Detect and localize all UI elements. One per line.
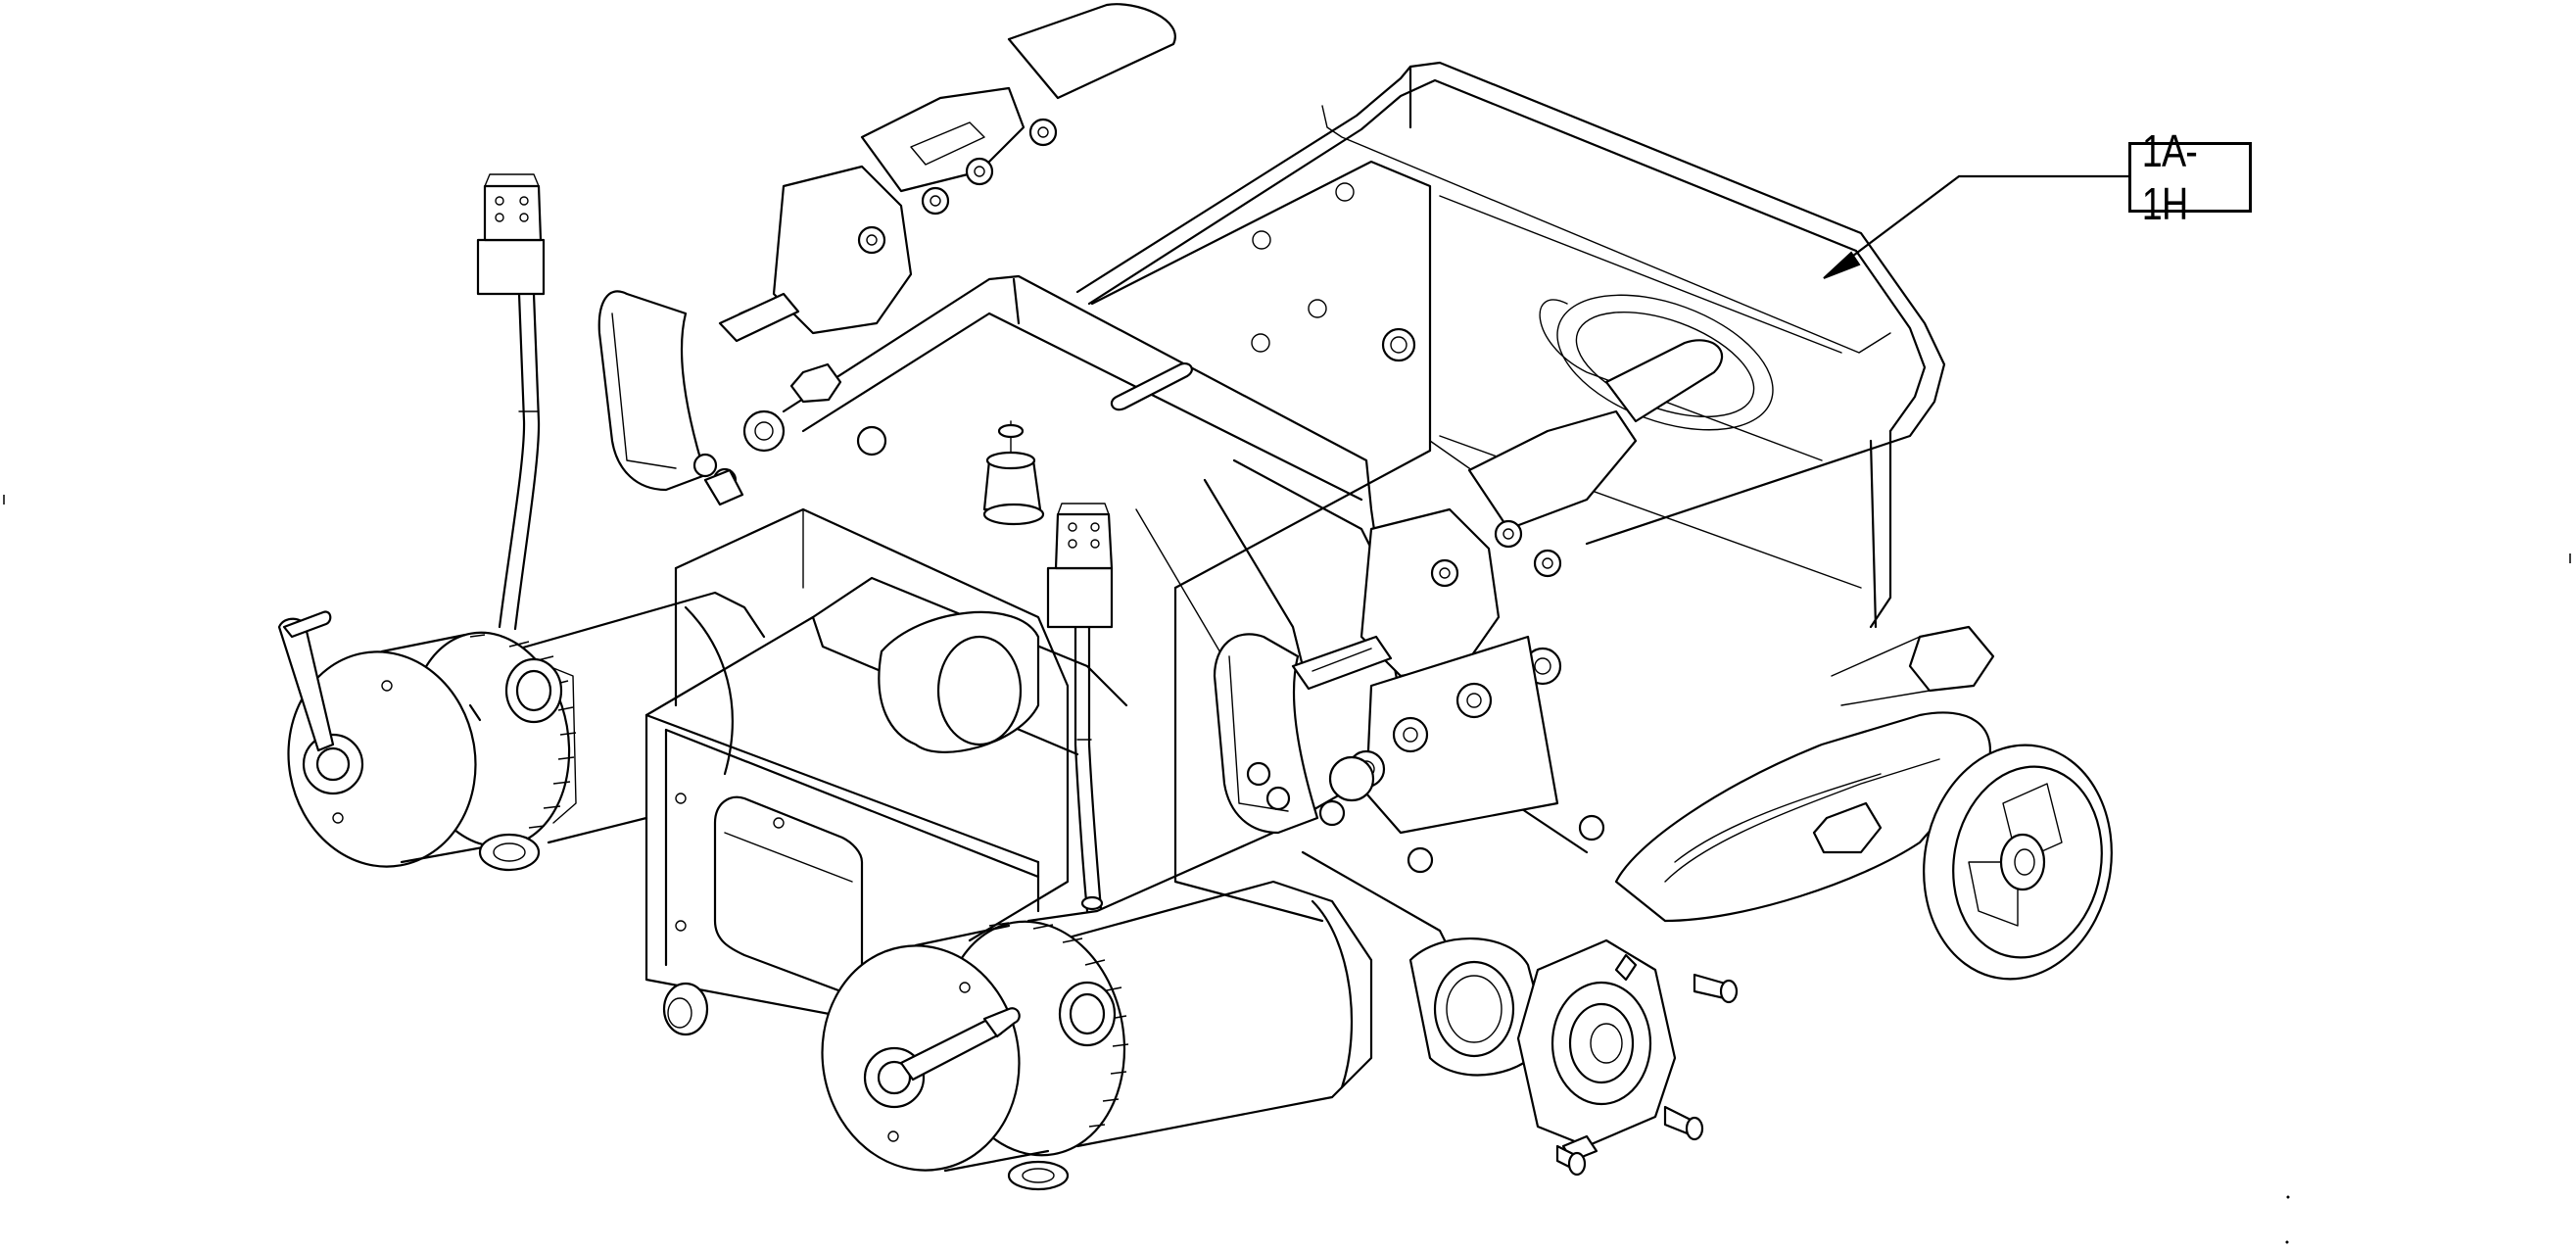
- part-callout-label: 1A-1H: [2141, 125, 2198, 229]
- left-suspension-arm: [597, 3, 1176, 526]
- stray-mark: [2285, 1240, 2289, 1244]
- wheel-hub-flange: [1516, 938, 1739, 1177]
- right-suspension-arm: [1213, 339, 1724, 874]
- right-drive-motor: [821, 880, 1550, 1191]
- right-motor-connector: [1046, 503, 1114, 913]
- callout-leader: [1823, 174, 2130, 279]
- rear-basket: [1075, 61, 1946, 629]
- anti-tip-wheel: [1614, 625, 2113, 981]
- left-drive-motor: [277, 591, 766, 872]
- battery-tray: [644, 576, 1128, 1040]
- stray-mark: [2286, 1195, 2290, 1199]
- part-callout-box: 1A-1H: [2128, 125, 2252, 229]
- chassis-frame: [674, 274, 1589, 991]
- left-motor-connector: [476, 173, 546, 631]
